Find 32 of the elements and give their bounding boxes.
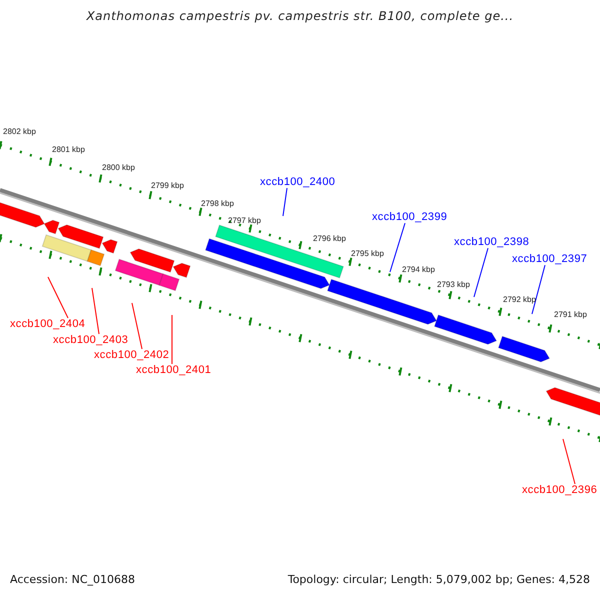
scale-label: 2800 kbp	[102, 164, 135, 173]
gene-label: xccb100_2403	[53, 334, 128, 346]
leader-line	[48, 276, 68, 318]
leader-line	[92, 288, 100, 334]
gene-label: xccb100_2397	[512, 253, 588, 266]
gene-label: xccb100_2401	[136, 364, 212, 376]
accession-text: Accession: NC_010688	[10, 574, 136, 586]
title: Xanthomonas campestris pv. campestris str. B100, complete ge...	[85, 10, 515, 24]
scale-label: 2797 kbp	[228, 217, 261, 226]
gene-label: xccb100_2396	[522, 484, 598, 496]
scale-label: 2791 kbp	[554, 311, 587, 320]
leader-line	[282, 188, 288, 216]
scale-label: 2796 kbp	[313, 235, 346, 244]
scale-label: 2798 kbp	[201, 200, 234, 209]
gene-label: xccb100_2404	[10, 318, 86, 330]
scale-label: 2793 kbp	[437, 281, 470, 290]
scale-label: 2792 kbp	[503, 296, 536, 305]
leader-line	[562, 438, 576, 484]
scale-label: 2794 kbp	[402, 266, 435, 275]
gene-label: xccb100_2398	[454, 236, 530, 248]
gene-label: xccb100_2400	[260, 176, 336, 188]
genome-info-text: Topology: circular; Length: 5,079,002 bp; Genes: 4,528	[288, 574, 590, 586]
leader-line	[474, 248, 488, 298]
leader-line	[132, 302, 142, 350]
scale-label: 2799 kbp	[151, 182, 184, 191]
gene-label: xccb100_2399	[372, 211, 448, 224]
leader-line	[390, 222, 406, 272]
scale-label: 2802 kbp	[3, 128, 36, 137]
scale-label: 2801 kbp	[52, 146, 85, 155]
leader-line	[532, 264, 546, 314]
gene-label: xccb100_2402	[94, 349, 170, 362]
scale-label: 2795 kbp	[351, 250, 384, 259]
